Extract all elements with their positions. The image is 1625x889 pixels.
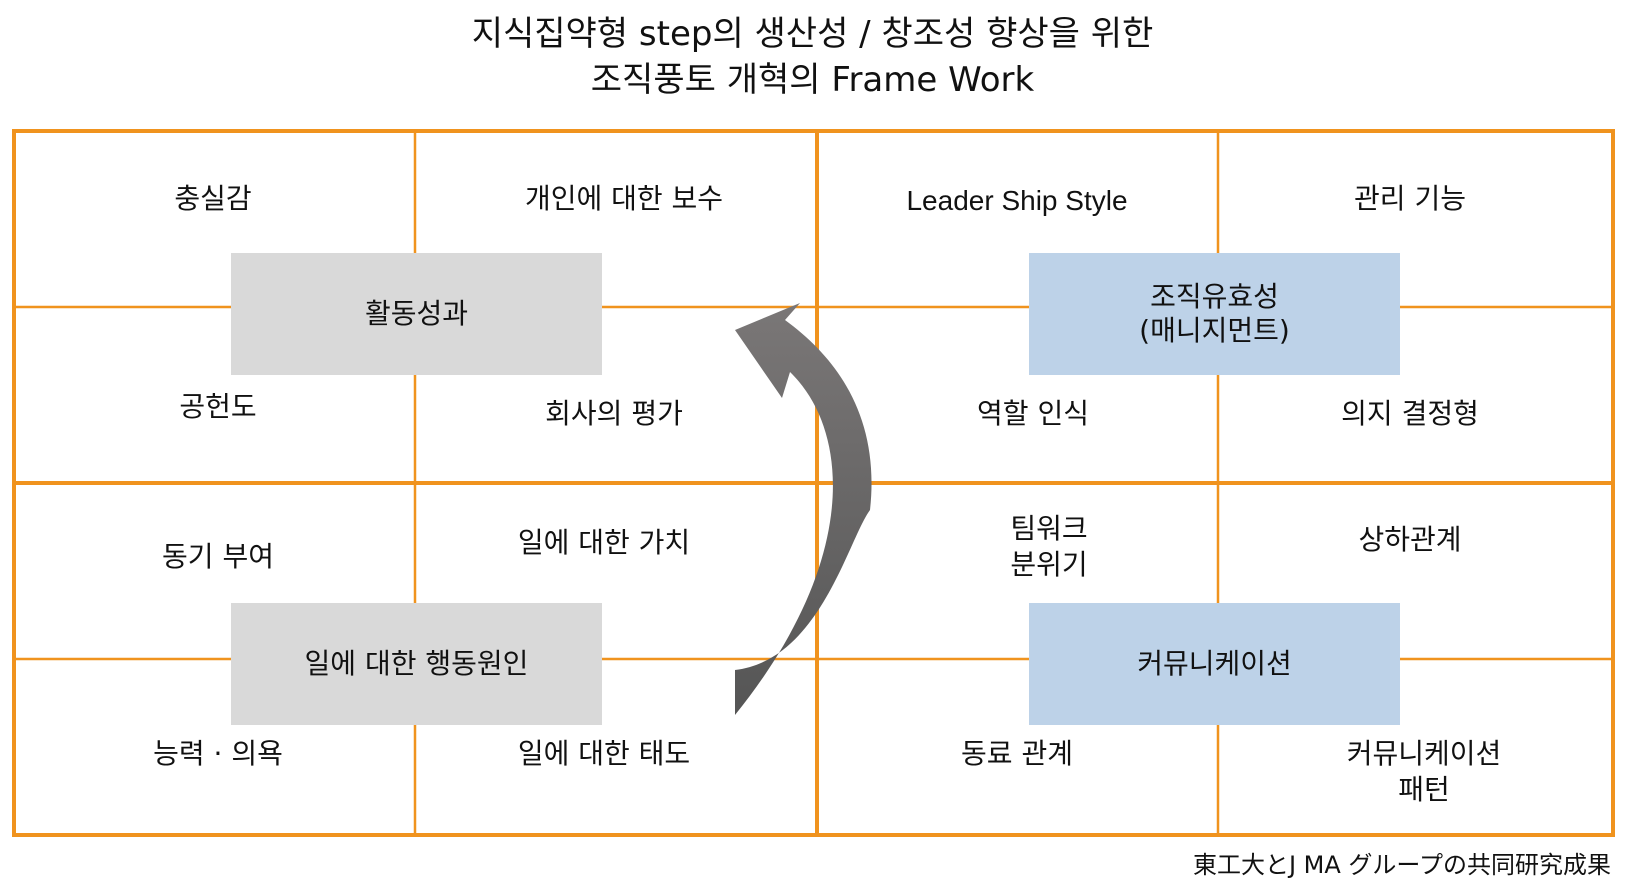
label-role-awareness: 역할 인식	[977, 397, 1089, 430]
label-peer-relation: 동료 관계	[961, 737, 1073, 770]
label-ability-motivation: 능력 · 의욕	[153, 737, 283, 770]
box-communication-label: 커뮤니케이션	[1137, 647, 1292, 680]
label-company-evaluation: 회사의 평가	[545, 397, 683, 430]
label-teamwork: 팀워크	[1010, 512, 1088, 545]
box-org-effectiveness: 조직유효성 (매니지먼트)	[1029, 253, 1400, 375]
box-org-effectiveness-label-1: 조직유효성	[1150, 280, 1279, 313]
label-management-function: 관리 기능	[1354, 182, 1466, 215]
label-communication-pattern-1: 커뮤니케이션	[1346, 737, 1502, 770]
box-work-behavior-cause-label: 일에 대한 행동원인	[304, 647, 529, 680]
label-atmosphere: 분위기	[1010, 548, 1088, 581]
label-motivation: 동기 부여	[162, 540, 274, 573]
label-contribution: 공헌도	[179, 390, 257, 423]
curved-arrow	[735, 303, 872, 715]
box-work-behavior-cause: 일에 대한 행동원인	[231, 603, 602, 725]
label-work-value: 일에 대한 가치	[517, 526, 691, 559]
label-decision-making-type: 의지 결정형	[1341, 397, 1479, 430]
box-org-effectiveness-label-2: (매니지먼트)	[1139, 314, 1290, 347]
label-fulfillment: 충실감	[174, 182, 252, 215]
label-communication-pattern-2: 패턴	[1398, 773, 1450, 806]
source-footer: 東工大とJ MA グループの共同研究成果	[1192, 851, 1611, 879]
box-activity-result: 활동성과	[231, 253, 602, 375]
box-communication: 커뮤니케이션	[1029, 603, 1400, 725]
label-personal-reward: 개인에 대한 보수	[524, 182, 724, 215]
box-activity-result-label: 활동성과	[364, 297, 469, 330]
label-leadership-style: Leader Ship Style	[906, 185, 1128, 216]
label-hierarchy-relation: 상하관계	[1358, 523, 1462, 556]
label-work-attitude: 일에 대한 태도	[517, 737, 691, 770]
diagram-title-line-2: 조직풍토 개혁의 Frame Work	[590, 60, 1035, 100]
diagram-title-line-1: 지식집약형 step의 생산성 / 창조성 향상을 위한	[471, 14, 1154, 54]
